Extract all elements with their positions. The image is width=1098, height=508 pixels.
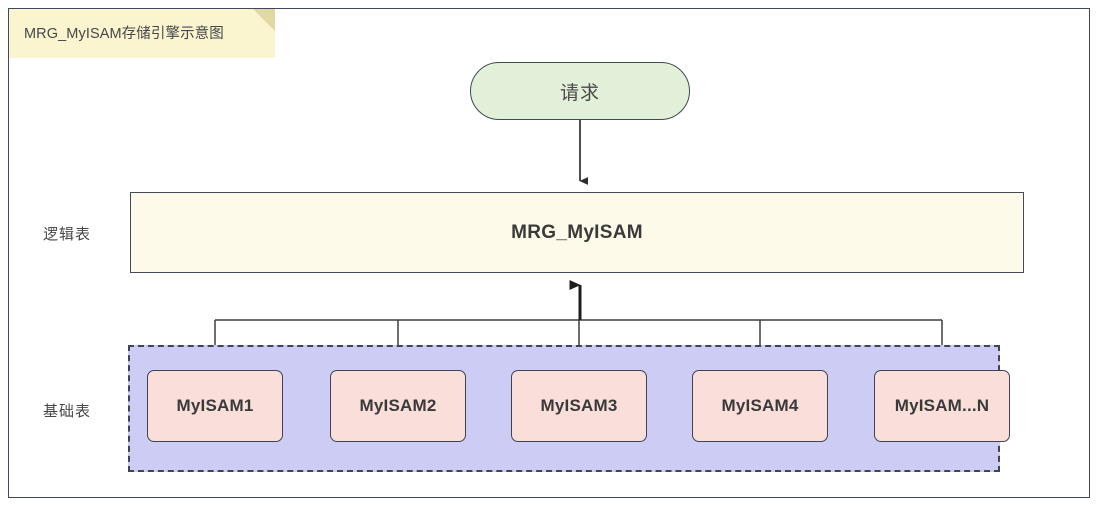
node-myisam-n[interactable]: MyISAM...N: [874, 370, 1010, 442]
node-myisam-2-label: MyISAM2: [359, 396, 437, 415]
node-myisam-1[interactable]: MyISAM1: [147, 370, 283, 442]
node-myisam-4[interactable]: MyISAM4: [692, 370, 828, 442]
node-myisam-2[interactable]: MyISAM2: [330, 370, 466, 442]
node-myisam-1-label: MyISAM1: [176, 396, 254, 415]
row-caption-base-table: 基础表: [43, 403, 92, 420]
node-mrg-myisam-label: MRG_MyISAM: [511, 221, 643, 243]
diagram-title-text: MRG_MyISAM存储引擎示意图: [24, 26, 224, 42]
node-myisam-3-label: MyISAM3: [540, 396, 618, 415]
node-request[interactable]: 请求: [470, 62, 690, 120]
node-myisam-n-label: MyISAM...N: [894, 396, 990, 415]
note-fold-corner-icon: [253, 9, 275, 31]
node-mrg-myisam[interactable]: MRG_MyISAM: [130, 192, 1024, 273]
node-request-label: 请求: [559, 82, 600, 104]
node-myisam-4-label: MyISAM4: [721, 396, 799, 415]
diagram-title-note: MRG_MyISAM存储引擎示意图: [9, 9, 275, 58]
row-caption-logical-table: 逻辑表: [43, 226, 92, 243]
node-myisam-3[interactable]: MyISAM3: [511, 370, 647, 442]
